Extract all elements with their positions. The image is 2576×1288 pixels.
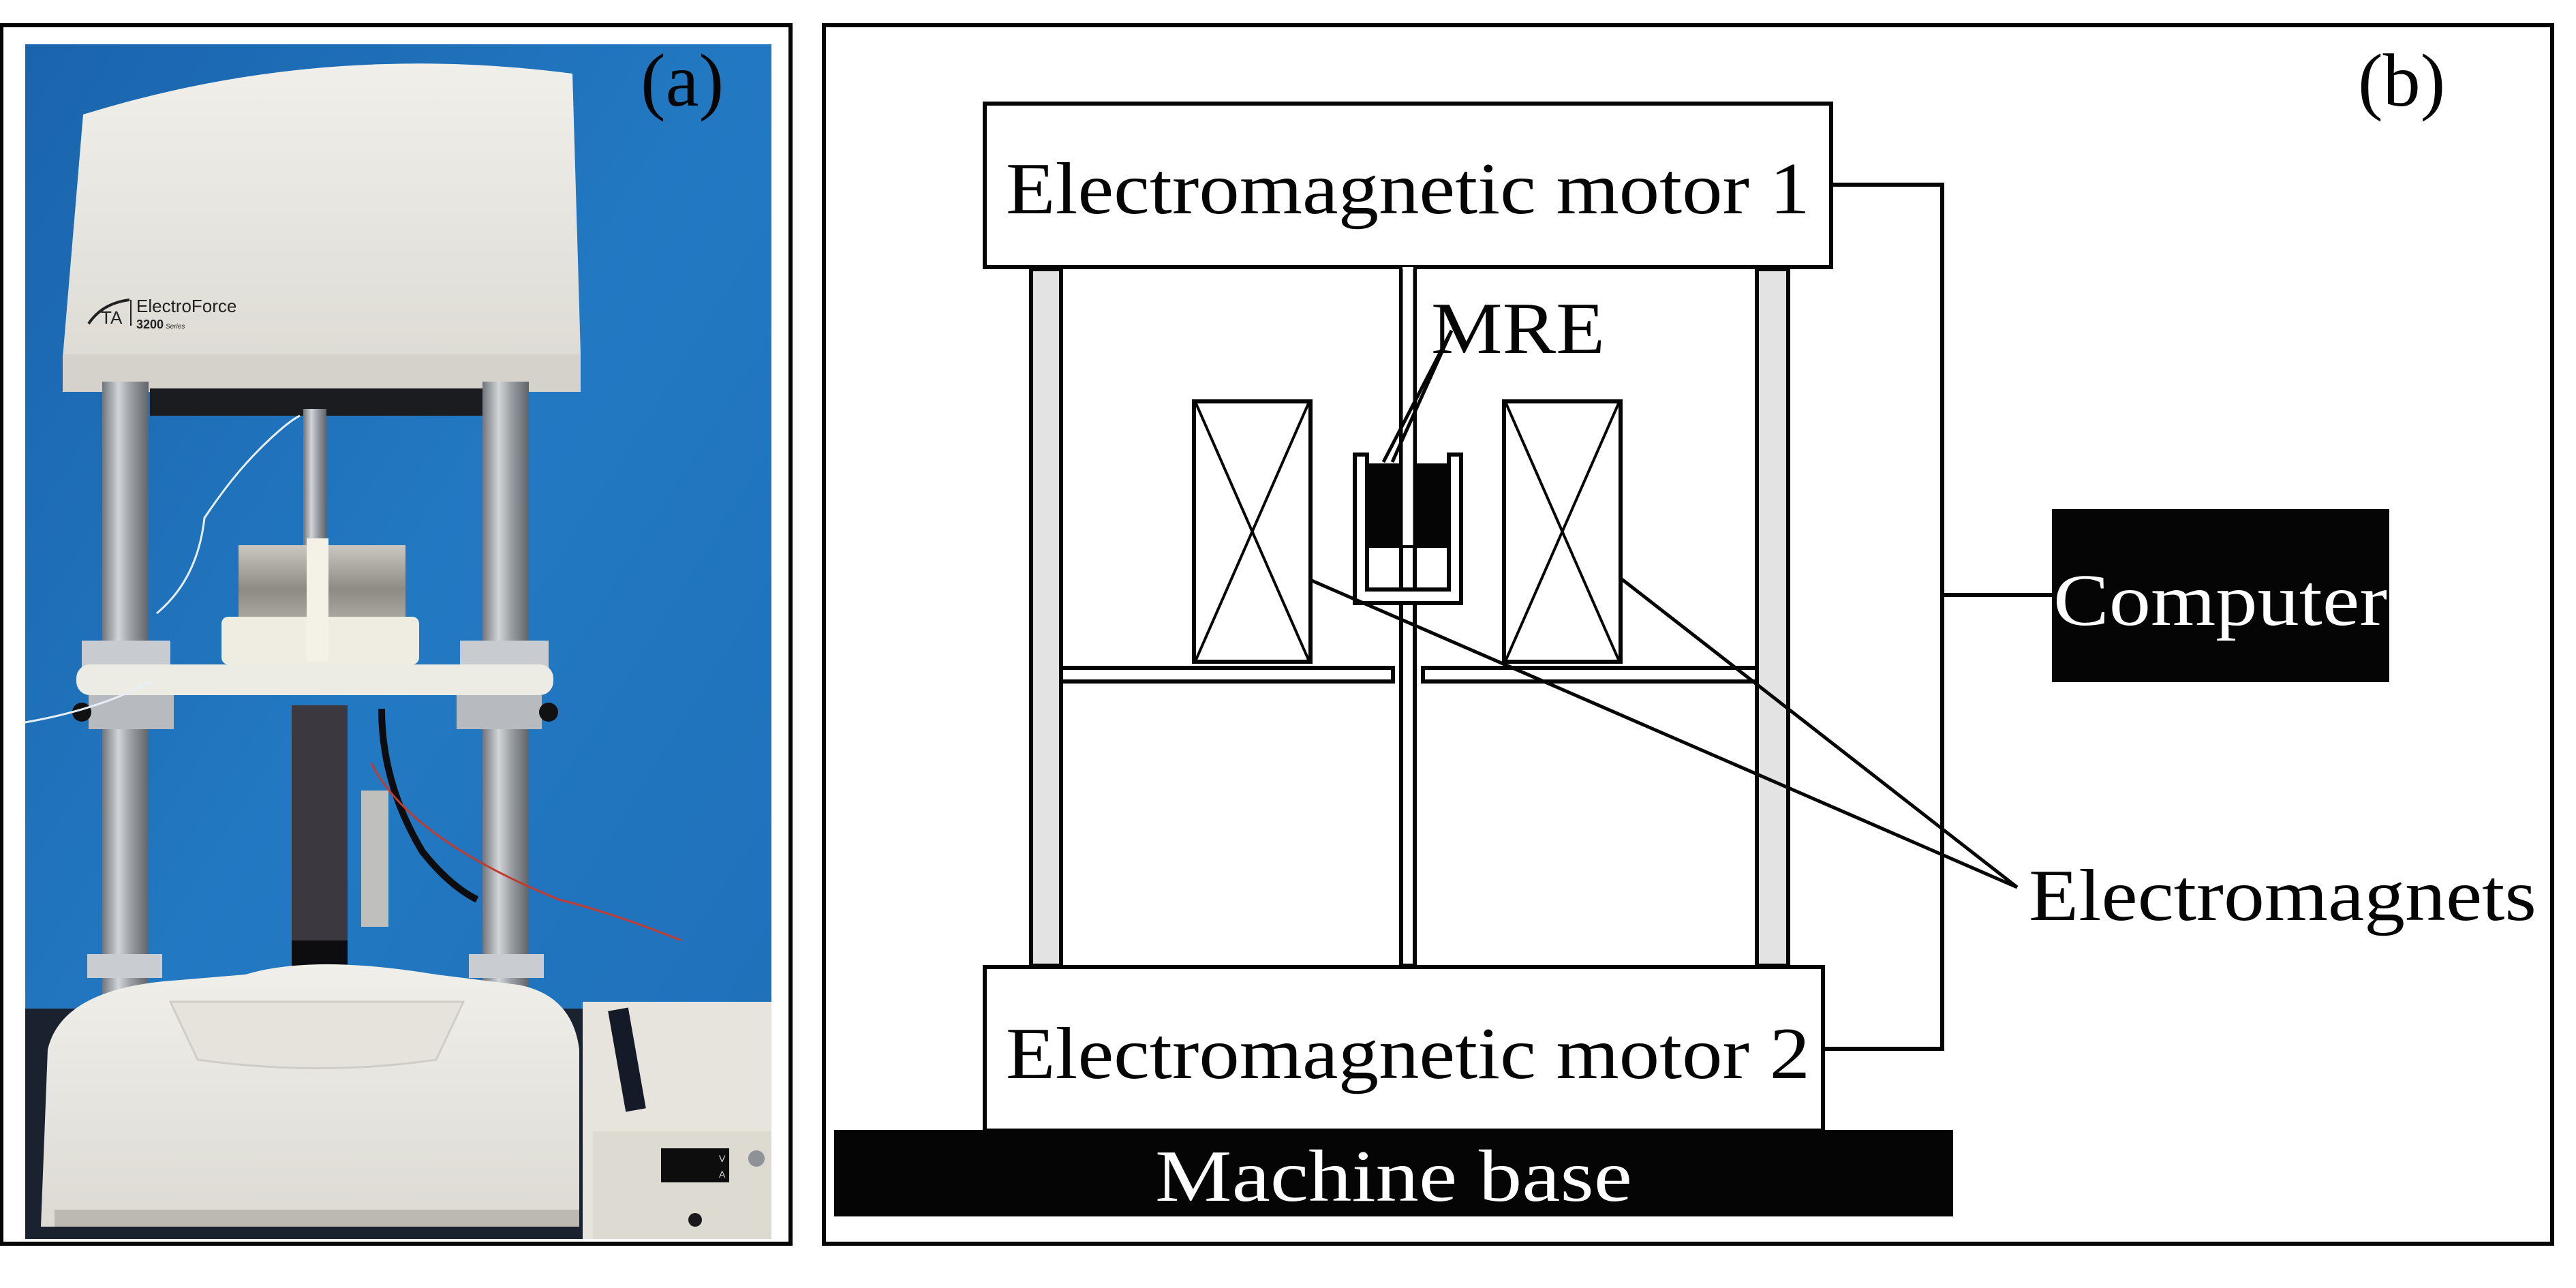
right-platform <box>1421 666 1759 684</box>
sensor-wire <box>25 414 301 724</box>
column-left-upper <box>102 382 149 654</box>
ta-logo-text: TA <box>101 307 123 328</box>
electromagnets-leader-left <box>1311 579 2018 889</box>
knob-right <box>539 703 558 722</box>
power-switch <box>688 1213 702 1227</box>
computer-label: Computer <box>2053 560 2387 641</box>
base-foot <box>55 1210 579 1227</box>
right-column <box>1755 267 1790 968</box>
machine-head <box>63 63 581 385</box>
crosshead-clamp-left <box>89 695 174 729</box>
column-collar-right <box>469 954 544 978</box>
mre-label: MRE <box>1431 288 1605 369</box>
mre-leader-2 <box>1390 329 1454 463</box>
wire-motor-1 <box>1823 183 1944 1051</box>
photo: TA ElectroForce 3200 Series <box>25 44 771 1239</box>
ta-swoosh-icon <box>87 298 130 325</box>
computer-box <box>2052 509 2389 682</box>
machine-base-label: Machine base <box>1155 1136 1632 1217</box>
electromagnets-leader-right <box>1621 578 2019 889</box>
brand-logo: TA ElectroForce 3200 Series <box>87 296 236 331</box>
machine-base-box <box>834 1130 1953 1216</box>
left-electromagnet <box>1192 399 1313 664</box>
column-collar-left <box>87 954 162 978</box>
left-column <box>1029 267 1063 968</box>
base-opening <box>168 1000 465 1069</box>
sample-fixture <box>307 538 328 661</box>
power-supply-handle <box>608 1007 646 1112</box>
power-supply-front <box>593 1131 771 1239</box>
cable-bundle <box>378 708 479 903</box>
panel-a-label: (a) <box>641 39 724 122</box>
mre-sample-holder <box>1353 267 1463 605</box>
right-electromagnet <box>1502 399 1623 664</box>
panel-b <box>822 23 2554 1246</box>
column-right-lower <box>482 722 529 995</box>
power-supply-display <box>661 1148 729 1182</box>
panel-b-labels: (b) Electromagnetic motor 1 Electromagne… <box>1006 39 2536 1217</box>
clamp-left <box>82 641 170 668</box>
mre-cup <box>1353 453 1463 605</box>
left-platform <box>1059 666 1395 684</box>
crosshead-plate <box>76 664 553 695</box>
brand-name: ElectroForce <box>136 296 236 316</box>
panel-a: TA ElectroForce 3200 Series <box>0 23 793 1246</box>
electromagnets-label: Electromagnets <box>2029 855 2536 936</box>
right-coil-cross-2 <box>1505 403 1620 660</box>
column-left-lower <box>102 722 149 995</box>
display-unit-amps: A <box>719 1169 726 1180</box>
panel-b-label: (b) <box>2358 39 2445 122</box>
motor-2-box <box>983 965 1825 1133</box>
connector <box>361 791 388 927</box>
mre-inner-rod <box>1402 267 1413 545</box>
motor-2-label: Electromagnetic motor 2 <box>1006 1013 1810 1094</box>
load-cell-shaft <box>303 409 326 545</box>
model-suffix: Series <box>166 323 185 331</box>
left-coil-cross-2 <box>1195 403 1310 660</box>
power-supply-knob <box>748 1150 765 1167</box>
column-right-upper <box>482 382 529 654</box>
motor-1-label: Electromagnetic motor 1 <box>1006 149 1810 230</box>
model-number: 3200 <box>136 318 164 331</box>
crosshead-clamp-right <box>457 695 542 729</box>
display-unit-volts: V <box>719 1153 726 1164</box>
cable-red <box>370 763 682 942</box>
clamp-right <box>460 641 549 668</box>
